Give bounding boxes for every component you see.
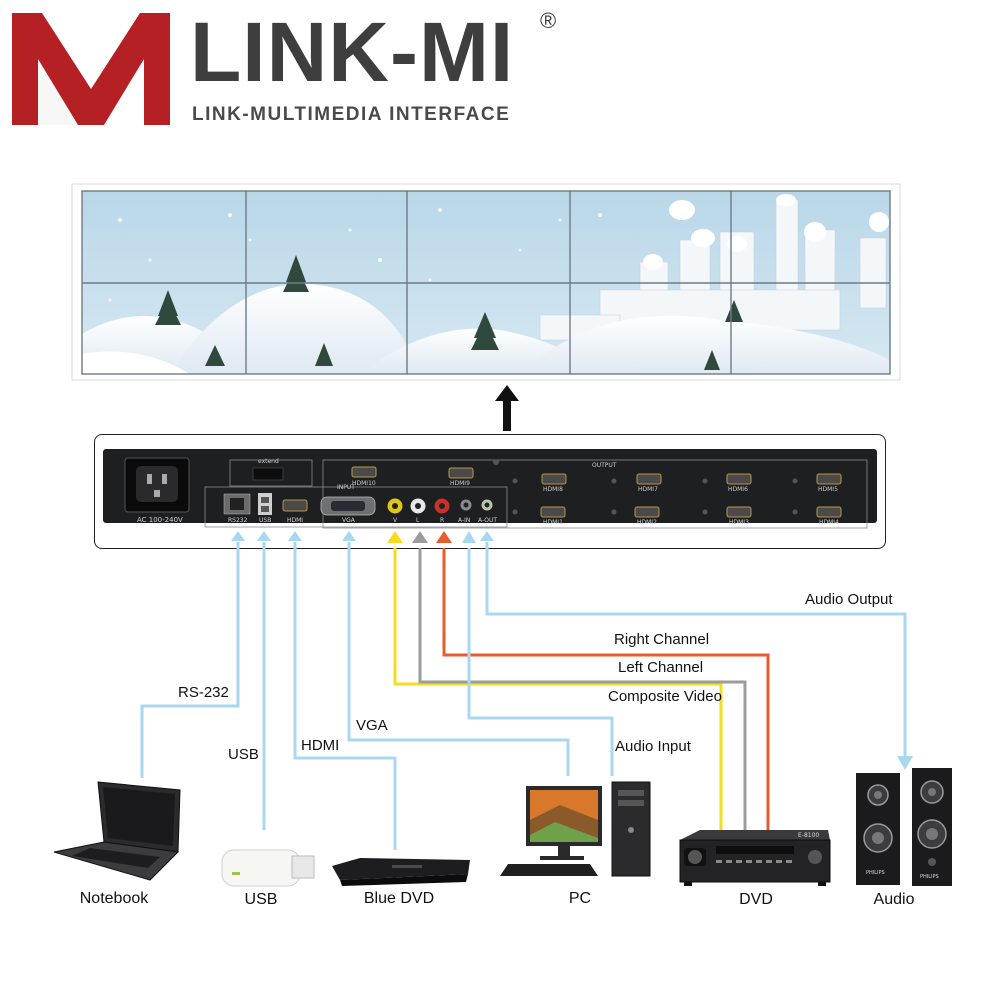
hdmi-label-3: HDMI3 [729,519,749,526]
hdmi-connection-label: HDMI [301,737,340,754]
brand-logo [12,13,170,125]
usb-stick-icon [221,849,315,887]
composite-video-line [393,548,723,830]
audio-output-line [485,542,907,760]
output-label: OUTPUT [592,462,617,469]
audio-input-line [467,548,614,776]
hdmi-line [293,542,397,850]
hdmi-label-7: HDMI7 [638,486,658,493]
usb-connection-label: USB [228,746,259,763]
vga-line [347,542,570,776]
hdmi-label-5: HDMI5 [818,486,838,493]
up-arrow-icon [495,385,519,431]
port-label-rs232: RS232 [228,517,248,524]
hdmi-label-6: HDMI6 [728,486,748,493]
audio-label: Audio [873,891,915,908]
rs232-label: RS-232 [178,684,229,701]
port-label-vga: VGA [342,517,355,524]
hdmi-label-9: HDMI9 [450,480,470,487]
left-channel-line [418,548,747,830]
usb-device-label: USB [244,891,278,908]
hdmi-label-8: HDMI8 [543,486,563,493]
notebook-icon [53,781,181,881]
right-channel-line [442,548,770,830]
speaker-brand-left: PHILIPS [866,870,885,876]
pc-label: PC [568,890,592,907]
hdmi-label-2: HDMI2 [637,519,657,526]
rs232-line [140,542,240,778]
brand-tagline: LINK-MULTIMEDIA INTERFACE [192,104,511,125]
port-label-r: R [440,517,445,524]
blue-dvd-label: Blue DVD [363,890,435,907]
port-label-usb: USB [259,517,272,524]
hdmi-label-1: HDMI1 [543,519,563,526]
port-label-v: V [393,517,398,524]
audio-output-label: Audio Output [805,591,893,608]
power-label: AC 100-240V [137,516,183,524]
port-label-hdmi: HDMI [287,517,304,524]
dvd-amplifier-icon [679,830,831,886]
input-label: INPUT [337,484,355,491]
hdmi-label-10: HDMI10 [352,480,376,487]
blue-dvd-player-icon [332,858,470,886]
port-label-a-out: A-OUT [478,517,498,524]
speaker-brand-right: PHILIPS [920,874,939,880]
port-label-a-in: A-IN [458,517,471,524]
audio-input-label: Audio Input [615,738,691,755]
speakers-icon [856,768,952,886]
pc-icon [500,781,651,877]
dvd-label: DVD [739,891,773,908]
registered-mark: ® [540,8,557,33]
hdmi-label-4: HDMI4 [819,519,839,526]
vga-connection-label: VGA [356,717,388,734]
right-channel-label: Right Channel [614,631,710,648]
extend-label: extend [258,458,279,465]
left-channel-label: Left Channel [618,659,704,676]
composite-video-label: Composite Video [608,688,722,705]
amp-model-text: E-8100 [798,832,820,839]
port-label-l: L [416,517,420,524]
notebook-label: Notebook [79,890,149,907]
brand-name: LINK-MI [190,5,515,99]
